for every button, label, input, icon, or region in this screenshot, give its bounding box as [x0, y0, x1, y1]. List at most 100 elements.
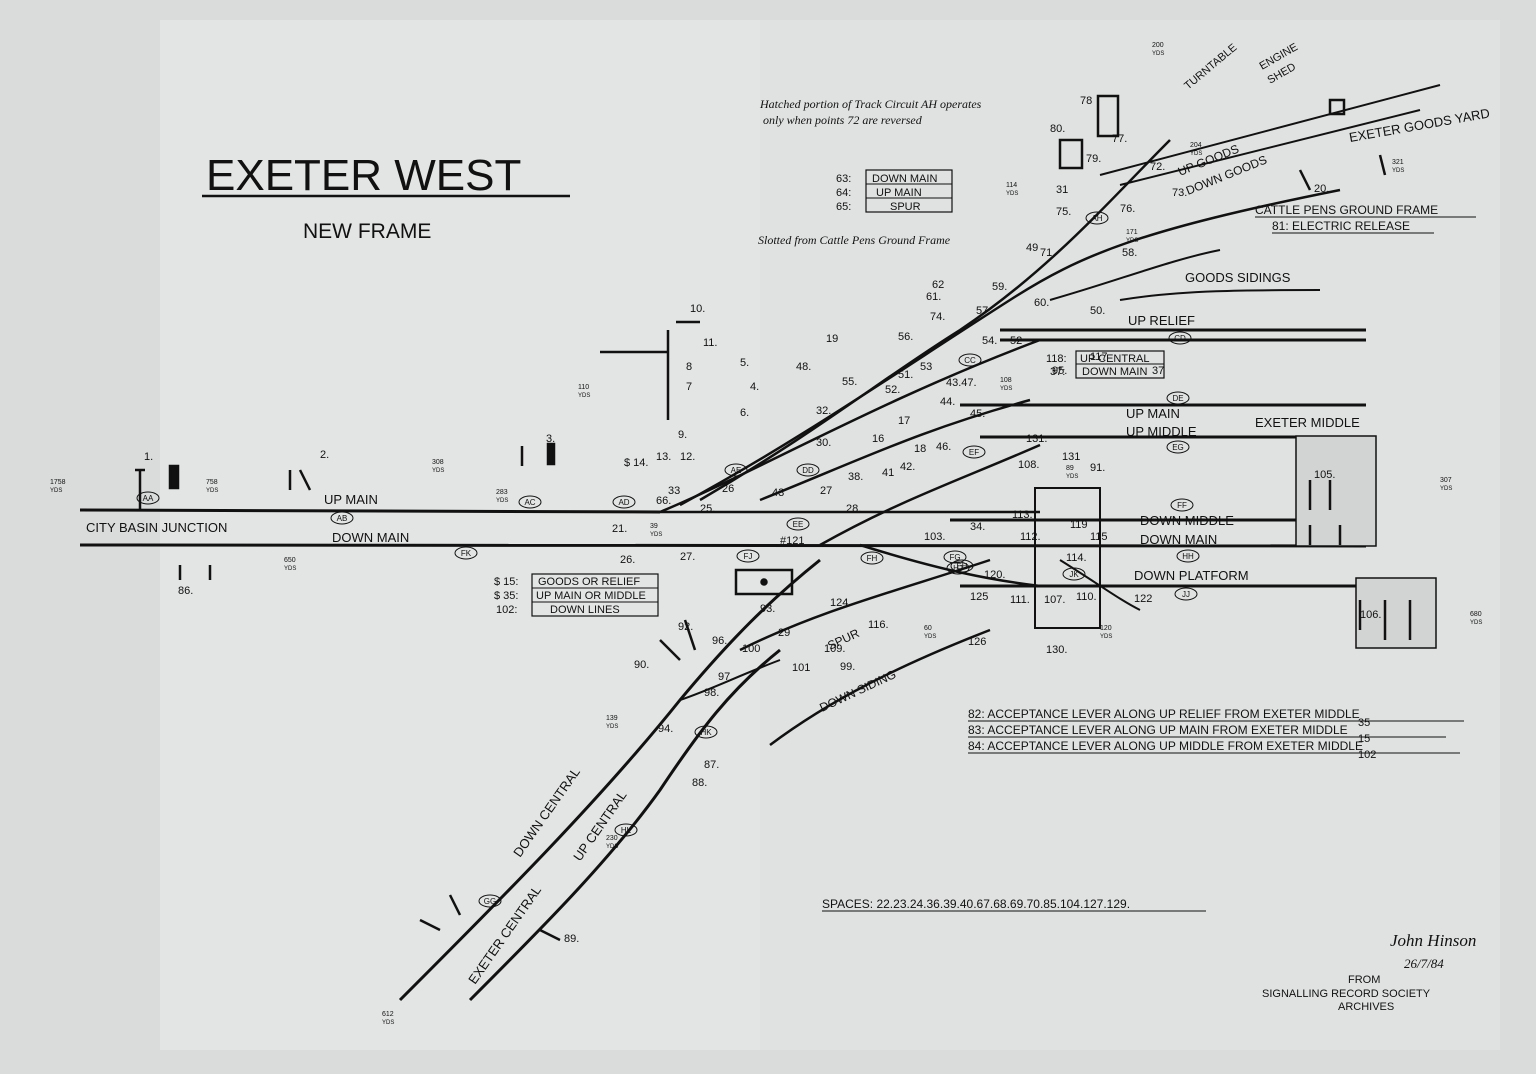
page-right-panel: [760, 20, 1500, 1050]
lever-number: 111.: [1010, 594, 1030, 606]
bay-line: [1059, 559, 1141, 611]
lever-number: 126: [968, 636, 986, 648]
lever-number: 55.: [842, 376, 857, 388]
distance-value: 758: [206, 479, 218, 486]
lever-number: 16: [872, 433, 884, 445]
source-line-2: SIGNALLING RECORD SOCIETY: [1262, 988, 1431, 1000]
city-basin-label: CITY BASIN JUNCTION: [86, 520, 227, 535]
signals: [135, 94, 1412, 942]
track-circuit-bubble: [860, 551, 884, 565]
track-circuit-label: FK: [461, 549, 472, 558]
track-circuit-bubble: [694, 725, 718, 739]
lever-number: 100: [742, 643, 760, 655]
distance-markers: 1758YDS758YDS308YDS283YDS650YDS110YDS39Y…: [50, 42, 1482, 1026]
track-circuit-bubble: [796, 463, 820, 477]
track-circuit-label: HJ: [953, 564, 963, 573]
lever-number: 58.: [1122, 247, 1137, 259]
lever-number: 19: [826, 333, 838, 345]
goods-connection: [679, 188, 1341, 507]
lever-number: 61.: [926, 291, 941, 303]
lever-number: 109.: [824, 643, 845, 655]
lever-number: 88.: [692, 777, 707, 789]
lever-number: 12.: [680, 451, 695, 463]
track-circuit-label: AC: [524, 498, 535, 507]
crossover-ee: [759, 398, 1031, 502]
route3-num-3: 102:: [496, 604, 517, 616]
lever-number: 46.: [936, 441, 951, 453]
lever-number: 3.: [546, 433, 555, 445]
distance-value: 114: [1006, 182, 1017, 189]
route1-text-2: UP MAIN: [876, 187, 922, 199]
acceptance-83: 83: ACCEPTANCE LEVER ALONG UP MAIN FROM …: [968, 723, 1348, 737]
down-middle-label: DOWN MIDDLE: [1140, 513, 1234, 528]
lever-number: 13.: [656, 451, 671, 463]
lever-number: 119: [1070, 519, 1088, 531]
lever-number: 113.: [1012, 509, 1033, 521]
distance-unit: YDS: [650, 532, 662, 538]
up-main-label: UP MAIN: [324, 492, 378, 507]
lever-number: 7: [686, 381, 692, 393]
distance-unit: YDS: [1126, 238, 1138, 244]
route3-text-1: GOODS OR RELIEF: [538, 576, 640, 588]
lever-number: 114.: [1066, 552, 1087, 564]
distance-value: 120: [1100, 625, 1112, 632]
track-circuit-label: FJ: [744, 552, 753, 561]
signature-date: 26/7/84: [1404, 956, 1444, 971]
lever-number: #121: [780, 535, 804, 547]
lever-number: 34.: [970, 521, 985, 533]
down-siding-line: [769, 628, 991, 747]
distance-unit: YDS: [496, 498, 508, 504]
lever-number: 91.: [1090, 462, 1105, 474]
distance-value: 108: [1000, 377, 1012, 384]
track-circuit-bubble: [962, 445, 986, 459]
track-circuit-label: FF: [1177, 501, 1187, 510]
lever-number: 57.: [976, 305, 991, 317]
source-line-1: FROM: [1348, 974, 1380, 986]
lever-number: 43.47.: [946, 377, 977, 389]
track-circuit-label: HL: [621, 826, 632, 835]
down-central-line: [398, 558, 821, 1002]
down-platform-label: DOWN PLATFORM: [1134, 568, 1249, 583]
lever-number: 107.: [1044, 594, 1065, 606]
route2-num-2: 37:: [1050, 366, 1065, 378]
track-circuit-bubble: [1085, 211, 1109, 225]
lever-number: 48.: [796, 361, 811, 373]
lever-number: 87.: [704, 759, 719, 771]
distance-unit: YDS: [1006, 191, 1018, 197]
lever-number: 89.: [564, 933, 579, 945]
lever-number: 120.: [984, 569, 1005, 581]
distance-unit: YDS: [606, 724, 618, 730]
lever-number: 56.: [898, 331, 913, 343]
distance-unit: YDS: [1100, 634, 1112, 640]
lever-number: 45.: [970, 408, 985, 420]
distance-value: 308: [432, 459, 444, 466]
lever-number: 125: [970, 591, 988, 603]
track-circuit-bubble: [958, 353, 982, 367]
distance-unit: YDS: [284, 566, 296, 572]
distance-unit: YDS: [606, 844, 618, 850]
distance-value: 39: [650, 523, 658, 530]
lever-numbers: 1.2.3.5.6.789.10.11.4.$ 14.13.12.1948.55…: [144, 95, 1381, 945]
lever-number: 20.: [1314, 183, 1329, 195]
lever-number: 73.: [1172, 187, 1187, 199]
distance-value: 283: [496, 489, 508, 496]
lever-number: 29: [778, 627, 790, 639]
route3-num-1: $ 15:: [494, 576, 518, 588]
exeter-middle-box: [1295, 435, 1377, 547]
distance-value: 139: [606, 715, 618, 722]
track-circuit-label: AB: [337, 514, 348, 523]
lever-number: 33: [668, 485, 680, 497]
distance-unit: YDS: [1470, 620, 1482, 626]
lever-number: 9.: [678, 429, 687, 441]
track-circuit-label: AH: [1091, 214, 1102, 223]
distance-value: 1758: [50, 479, 66, 486]
distance-value: 171: [1126, 229, 1138, 236]
lever-number: 93.: [760, 603, 775, 615]
lever-number: 50.: [1090, 305, 1105, 317]
lever-number: 95.: [1052, 365, 1067, 377]
lever-number: 99.: [840, 661, 855, 673]
crossover-hj: [859, 543, 1041, 588]
down-main-label: DOWN MAIN: [332, 530, 409, 545]
